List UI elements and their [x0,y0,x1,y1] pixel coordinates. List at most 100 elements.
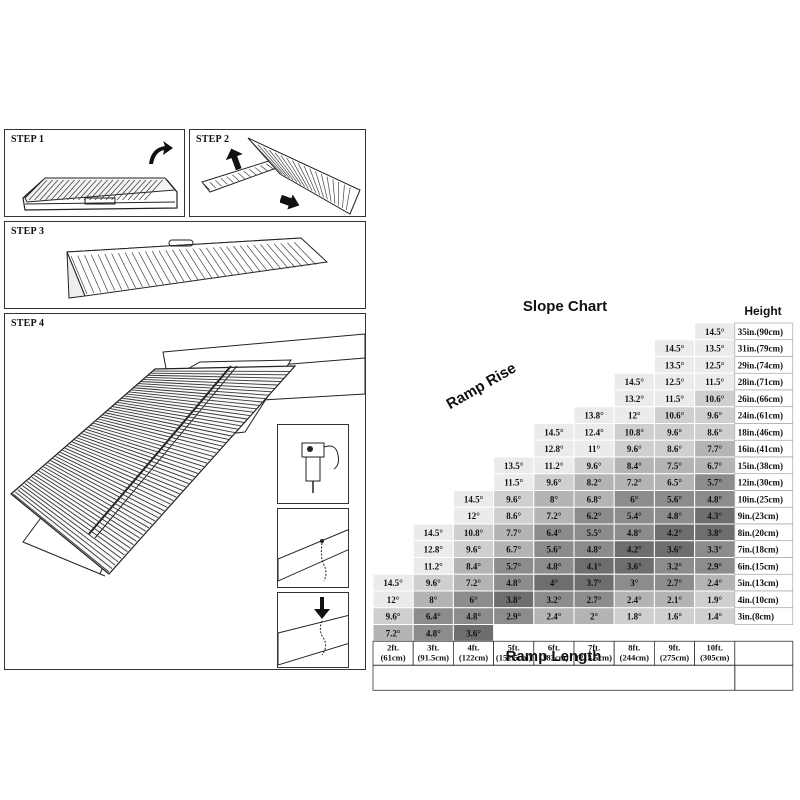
slope-value: 11.2° [424,561,443,571]
slope-value: 5.7° [707,478,722,488]
length-label: 2ft. [387,642,399,652]
height-label: 29in.(74cm) [738,360,783,370]
slope-value: 7.2° [386,628,401,638]
slope-value: 2° [590,612,599,622]
chain-icon [278,529,348,582]
slope-value: 2.7° [587,595,602,605]
slope-value: 12° [628,411,641,421]
slope-value: 4.2° [667,528,682,538]
length-label: 3ft. [427,642,439,652]
slope-value: 5.6° [667,494,682,504]
slope-value: 13.5° [504,461,524,471]
height-label: 5in.(13cm) [738,578,779,588]
slope-value: 11° [588,444,601,454]
slope-value: 8.4° [466,561,481,571]
slope-value: 9.6° [627,444,642,454]
slope-value: 9.6° [506,494,521,504]
up-arrow-icon [226,148,243,170]
slope-value: 10.8° [464,528,484,538]
slope-value: 4.8° [546,561,561,571]
folded-ramp-illustration [22,177,178,211]
length-column-cell [613,640,655,666]
slope-value: 13.5° [665,360,685,370]
slope-value: 8.6° [667,444,682,454]
slope-value: 1.9° [707,595,722,605]
slope-value: 6.7° [707,461,722,471]
slope-value: 4.8° [707,494,722,504]
length-label: 10ft. [707,642,723,652]
length-metric-label: (152.5cm) [496,652,532,662]
slope-value: 7.2° [627,478,642,488]
attach-inset [277,592,349,668]
slope-value: 4° [550,578,559,588]
slope-value: 2.4° [627,595,642,605]
drill-icon [301,442,339,493]
slope-value: 14.5° [544,427,564,437]
ramp-length-corner [734,664,794,691]
slope-value: 11.5° [665,394,684,404]
slope-value: 9.6° [386,612,401,622]
length-column-cell [372,640,414,666]
slope-value: 7.2° [466,578,481,588]
height-column-title: Height [744,304,782,318]
slope-value: 12.8° [424,545,444,555]
step-4-label: STEP 4 [11,318,45,329]
height-label: 26in.(66cm) [738,394,783,404]
slope-value: 7.2° [546,511,561,521]
slope-value: 4.8° [667,511,682,521]
slope-value: 6.7° [506,545,521,555]
slope-value: 7.7° [707,444,722,454]
slope-value: 1.6° [667,612,682,622]
height-label: 18in.(46cm) [738,427,783,437]
slope-value: 12.4° [584,427,604,437]
ramp-length-row [372,664,736,691]
slope-value: 1.8° [627,612,642,622]
step-2-label: STEP 2 [196,134,230,145]
slope-value: 6.2° [587,511,602,521]
slope-value: 12.5° [665,377,685,387]
slope-value: 3.2° [667,561,682,571]
unfolding-ramp-illustration [201,137,361,215]
slope-value: 2.4° [546,612,561,622]
slope-value: 4.8° [466,612,481,622]
slope-value: 2.9° [506,612,521,622]
slope-value: 12° [467,511,480,521]
length-metric-label: (213.5cm) [576,652,612,662]
slope-value: 14.5° [464,494,484,504]
length-metric-label: (61cm) [381,652,406,662]
height-label: 12in.(30cm) [738,478,783,488]
height-label: 7in.(18cm) [738,545,779,555]
slope-value: 8.6° [707,427,722,437]
slope-value: 6.4° [546,528,561,538]
step-1-label: STEP 1 [11,134,45,145]
length-metric-label: (305cm) [700,652,729,662]
slope-value: 14.5° [705,327,725,337]
slope-value: 13.8° [584,411,604,421]
slope-value: 3.6° [667,545,682,555]
slope-value: 5.4° [627,511,642,521]
height-label: 16in.(41cm) [738,444,783,454]
slope-value: 8° [550,494,559,504]
slope-value: 2.7° [667,578,682,588]
slope-value: 2.4° [707,578,722,588]
slope-value: 4.2° [627,545,642,555]
height-label: 3in.(8cm) [738,612,774,622]
height-label: 6in.(15cm) [738,561,779,571]
length-metric-label: (122cm) [459,652,488,662]
slope-value: 7.5° [667,461,682,471]
height-label: 15in.(38cm) [738,461,783,471]
slope-value: 8.2° [587,478,602,488]
slope-value: 3.8° [707,528,722,538]
slope-value: 2.9° [707,561,722,571]
slope-value: 14.5° [665,344,685,354]
slope-value: 3.7° [587,578,602,588]
height-label: 4in.(10cm) [738,595,779,605]
slope-value: 5.5° [587,528,602,538]
length-column-cell [694,640,736,666]
step-3-panel: STEP 3 [4,221,366,309]
slope-value: 5.6° [546,545,561,555]
height-cell [734,607,794,625]
slope-value: 4.8° [587,545,602,555]
slope-value: 5.7° [506,561,521,571]
